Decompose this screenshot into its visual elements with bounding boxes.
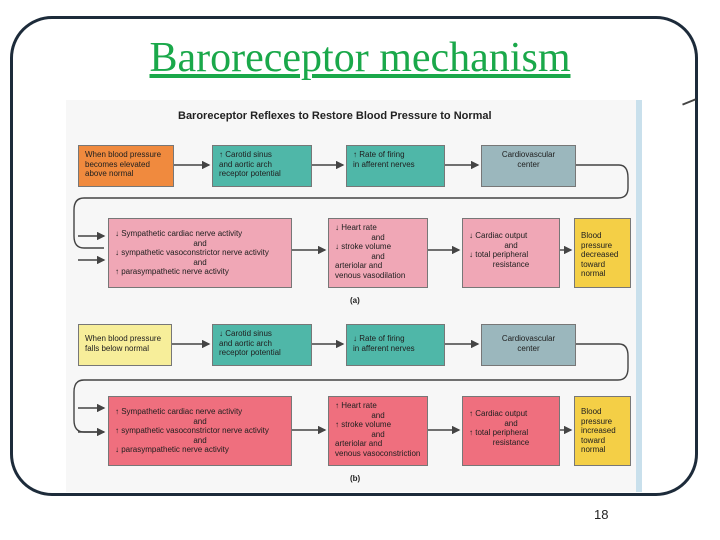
text-line: receptor potential xyxy=(219,348,281,357)
text-line: and xyxy=(193,238,207,248)
text-line: ↓ Rate of firing xyxy=(353,334,405,343)
text-line: venous vasodilation xyxy=(335,270,406,280)
baroreceptor-figure: Baroreceptor Reflexes to Restore Blood P… xyxy=(66,100,642,492)
flow-arrows xyxy=(73,160,629,437)
text-line: ↓ total peripheral xyxy=(469,250,529,259)
text-line: Blood xyxy=(581,407,602,416)
text-line: normal xyxy=(581,445,606,454)
text-line: arteriolar and xyxy=(335,261,383,270)
page-number: 18 xyxy=(594,507,609,522)
text-line: arteriolar and xyxy=(335,439,383,448)
a-afferent-box: ↑ Rate of firing in afferent nerves xyxy=(346,145,445,187)
slide-frame xyxy=(10,16,698,496)
text-line: ↑ total peripheral xyxy=(469,428,529,437)
text-line: ↓ parasympathetic nerve activity xyxy=(115,445,229,454)
b-output-box: ↑ Cardiac output and ↑ total peripheral … xyxy=(462,396,560,466)
text-line: increased xyxy=(581,426,616,435)
text-line: venous vasoconstriction xyxy=(335,448,421,458)
a-receptor-box: ↑ Carotid sinus and aortic arch receptor… xyxy=(212,145,312,187)
text-line: falls below normal xyxy=(85,343,150,353)
a-result-box: Blood pressure decreased toward normal xyxy=(574,218,631,288)
text-line: When blood pressure xyxy=(85,150,162,159)
text-line: ↓ sympathetic vasoconstrictor nerve acti… xyxy=(115,248,269,257)
text-line: ↓ Cardiac output xyxy=(469,231,528,240)
text-line: toward xyxy=(581,259,606,269)
panel-b-label: (b) xyxy=(350,474,361,483)
text-line: ↑ Carotid sinus xyxy=(219,150,272,159)
text-line: ↑ Cardiac output xyxy=(469,409,528,418)
text-line: and xyxy=(193,435,207,445)
a-output-box: ↓ Cardiac output and ↓ total peripheral … xyxy=(462,218,560,288)
text-line: ↓ Carotid sinus xyxy=(219,329,272,338)
b-center-box: Cardiovascular center xyxy=(481,324,576,366)
text-line: normal xyxy=(581,269,606,278)
a-nerves-box: ↓ Sympathetic cardiac nerve activity and… xyxy=(108,218,292,288)
b-receptor-box: ↓ Carotid sinus and aortic arch receptor… xyxy=(212,324,312,366)
text-line: and xyxy=(371,232,385,242)
text-line: pressure xyxy=(581,416,613,426)
text-line: in afferent nerves xyxy=(353,343,415,353)
b-result-box: Blood pressure increased toward normal xyxy=(574,396,631,466)
b-nerves-box: ↑ Sympathetic cardiac nerve activity and… xyxy=(108,396,292,466)
b-heart-box: ↑ Heart rate and ↑ stroke volume and art… xyxy=(328,396,428,466)
text-line: resistance xyxy=(492,259,530,269)
text-line: center xyxy=(517,159,540,169)
text-line: ↓ Heart rate xyxy=(335,223,377,232)
text-line: ↑ Heart rate xyxy=(335,401,377,410)
text-line: When blood pressure xyxy=(85,334,162,343)
text-line: ↑ parasympathetic nerve activity xyxy=(115,267,229,276)
text-line: and xyxy=(504,418,518,428)
text-line: and aortic arch xyxy=(219,338,272,348)
panel-a-label: (a) xyxy=(350,296,360,305)
text-line: and xyxy=(371,429,385,439)
text-line: in afferent nerves xyxy=(353,159,415,169)
loop-b xyxy=(73,343,629,433)
text-line: and aortic arch xyxy=(219,159,272,169)
text-line: and xyxy=(193,416,207,426)
a-center-box: Cardiovascular center xyxy=(481,145,576,187)
slide-title: Baroreceptor mechanism xyxy=(149,35,571,81)
a-stimulus-box: When blood pressure becomes elevated abo… xyxy=(78,145,174,187)
loop-a xyxy=(73,164,629,249)
text-line: becomes elevated xyxy=(85,159,150,169)
text-line: Cardiovascular xyxy=(501,150,556,159)
text-line: ↑ Rate of firing xyxy=(353,150,405,159)
text-line: above normal xyxy=(85,169,134,178)
text-line: pressure xyxy=(581,240,613,250)
text-line: Cardiovascular xyxy=(501,334,556,343)
text-line: ↓ Sympathetic cardiac nerve activity xyxy=(115,229,243,238)
text-line: ↓ stroke volume xyxy=(335,242,392,251)
text-line: resistance xyxy=(492,437,530,447)
b-afferent-box: ↓ Rate of firing in afferent nerves xyxy=(346,324,445,366)
text-line: and xyxy=(504,240,518,250)
text-line: ↑ sympathetic vasoconstrictor nerve acti… xyxy=(115,426,269,435)
text-line: and xyxy=(193,257,207,267)
text-line: center xyxy=(517,343,540,353)
text-line: receptor potential xyxy=(219,169,281,178)
text-line: and xyxy=(371,251,385,261)
text-line: and xyxy=(371,410,385,420)
text-line: Blood xyxy=(581,231,602,240)
b-stimulus-box: When blood pressure falls below normal xyxy=(78,324,172,366)
figure-title: Baroreceptor Reflexes to Restore Blood P… xyxy=(178,110,492,122)
text-line: toward xyxy=(581,435,606,445)
text-line: ↑ stroke volume xyxy=(335,420,392,429)
text-line: decreased xyxy=(581,250,619,259)
a-heart-box: ↓ Heart rate and ↓ stroke volume and art… xyxy=(328,218,428,288)
text-line: ↑ Sympathetic cardiac nerve activity xyxy=(115,407,243,416)
